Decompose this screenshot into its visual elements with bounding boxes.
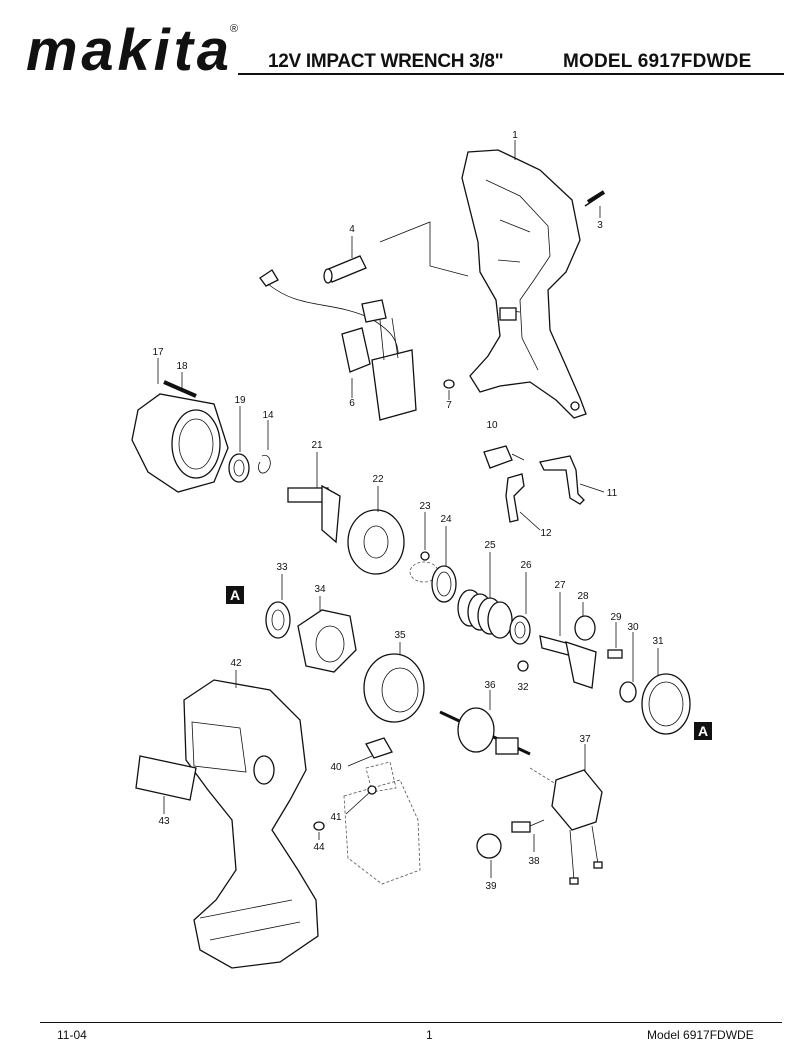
part-switch-outline (343, 761, 421, 885)
part-number-label: 10 (486, 420, 498, 431)
part-number-label: 38 (528, 856, 540, 867)
footer-model: Model 6917FDWDE (647, 1028, 754, 1042)
part-motor-housing (183, 679, 319, 969)
part-brush-cap (476, 833, 502, 859)
part-housing-half (461, 149, 587, 419)
part-flat-washer (431, 565, 457, 603)
part-plate (365, 737, 393, 759)
part-number-label: 12 (540, 528, 552, 539)
part-number-label: 32 (517, 682, 529, 693)
part-number-label: 4 (349, 224, 355, 235)
part-compression-spring (457, 589, 513, 639)
part-brush-spring (539, 455, 585, 505)
part-gear-pin (607, 649, 623, 659)
part-number-label: 43 (158, 816, 170, 827)
svg-text:A: A (698, 723, 708, 739)
part-number-label: 40 (330, 762, 342, 773)
part-number-label: 33 (276, 562, 288, 573)
part-pin (443, 379, 455, 389)
part-number-label: 6 (349, 398, 355, 409)
part-internal-gear (641, 673, 691, 735)
part-brush-holder-assembly (551, 769, 603, 885)
part-capacitor (323, 255, 367, 284)
footer-date-code: 11-04 (57, 1028, 87, 1042)
part-ball-bearing (265, 601, 291, 639)
part-number-label: 35 (394, 630, 406, 641)
part-carbon-brush (511, 819, 545, 833)
part-small-screw (313, 821, 325, 831)
part-small-ball (517, 660, 529, 672)
part-planet-gear (574, 615, 596, 641)
part-brush-holder (483, 445, 525, 469)
part-case-screw (163, 380, 197, 398)
part-number-label: 25 (484, 540, 496, 551)
part-number-label: 14 (262, 410, 274, 421)
part-number-label: 11 (607, 488, 618, 499)
part-gear-housing (297, 609, 357, 673)
model-heading: MODEL 6917FDWDE (563, 51, 752, 72)
part-number-label: 36 (484, 680, 496, 691)
registered-mark: ® (230, 23, 238, 35)
part-number-label: 3 (597, 220, 603, 231)
part-number-label: 31 (652, 636, 664, 647)
part-number-label: 23 (419, 501, 431, 512)
part-number-label: 24 (440, 514, 452, 525)
part-number-label: 26 (520, 560, 532, 571)
part-screw (584, 190, 606, 207)
brand-logo-text: makita (26, 18, 228, 78)
part-number-label: 7 (446, 400, 452, 411)
part-number-label: 34 (314, 584, 326, 595)
part-hammer-case (131, 393, 229, 493)
part-anvil (287, 484, 341, 544)
part-number-label: 42 (230, 658, 242, 669)
part-number-label: 44 (313, 842, 325, 853)
part-thrust-washer (509, 615, 531, 645)
svg-text:A: A (230, 587, 240, 603)
header-divider (238, 73, 784, 75)
part-number-label: 1 (512, 130, 518, 141)
part-retaining-ring (258, 454, 271, 474)
part-number-label: 39 (485, 881, 497, 892)
part-number-label: 41 (330, 812, 342, 823)
makita-logo: makita ® (26, 18, 238, 78)
part-number-label: 21 (311, 440, 323, 451)
footer-page-number: 1 (426, 1028, 433, 1042)
part-armature (439, 707, 531, 756)
part-yoke (363, 653, 425, 723)
part-spindle (539, 635, 597, 689)
part-nameplate (135, 755, 197, 801)
footer-divider (40, 1022, 782, 1023)
part-number-label: 17 (152, 347, 164, 358)
part-terminal (505, 473, 525, 523)
part-number-label: 37 (579, 734, 591, 745)
part-number-label: 22 (372, 474, 384, 485)
part-ring (619, 681, 637, 703)
part-number-label: 18 (176, 361, 188, 372)
part-number-label: 19 (234, 395, 246, 406)
reference-marker-a-right: A (694, 722, 712, 740)
part-number-label: 29 (610, 612, 622, 623)
part-number-label: 27 (554, 580, 566, 591)
reference-marker-a-left: A (226, 586, 244, 604)
part-steel-ball (420, 551, 430, 561)
part-number-label: 28 (577, 591, 589, 602)
part-washer (228, 453, 250, 483)
page-title: 12V IMPACT WRENCH 3/8" (268, 51, 504, 72)
part-hammer (347, 509, 405, 575)
part-number-label: 30 (627, 622, 639, 633)
part-switch (259, 269, 417, 421)
